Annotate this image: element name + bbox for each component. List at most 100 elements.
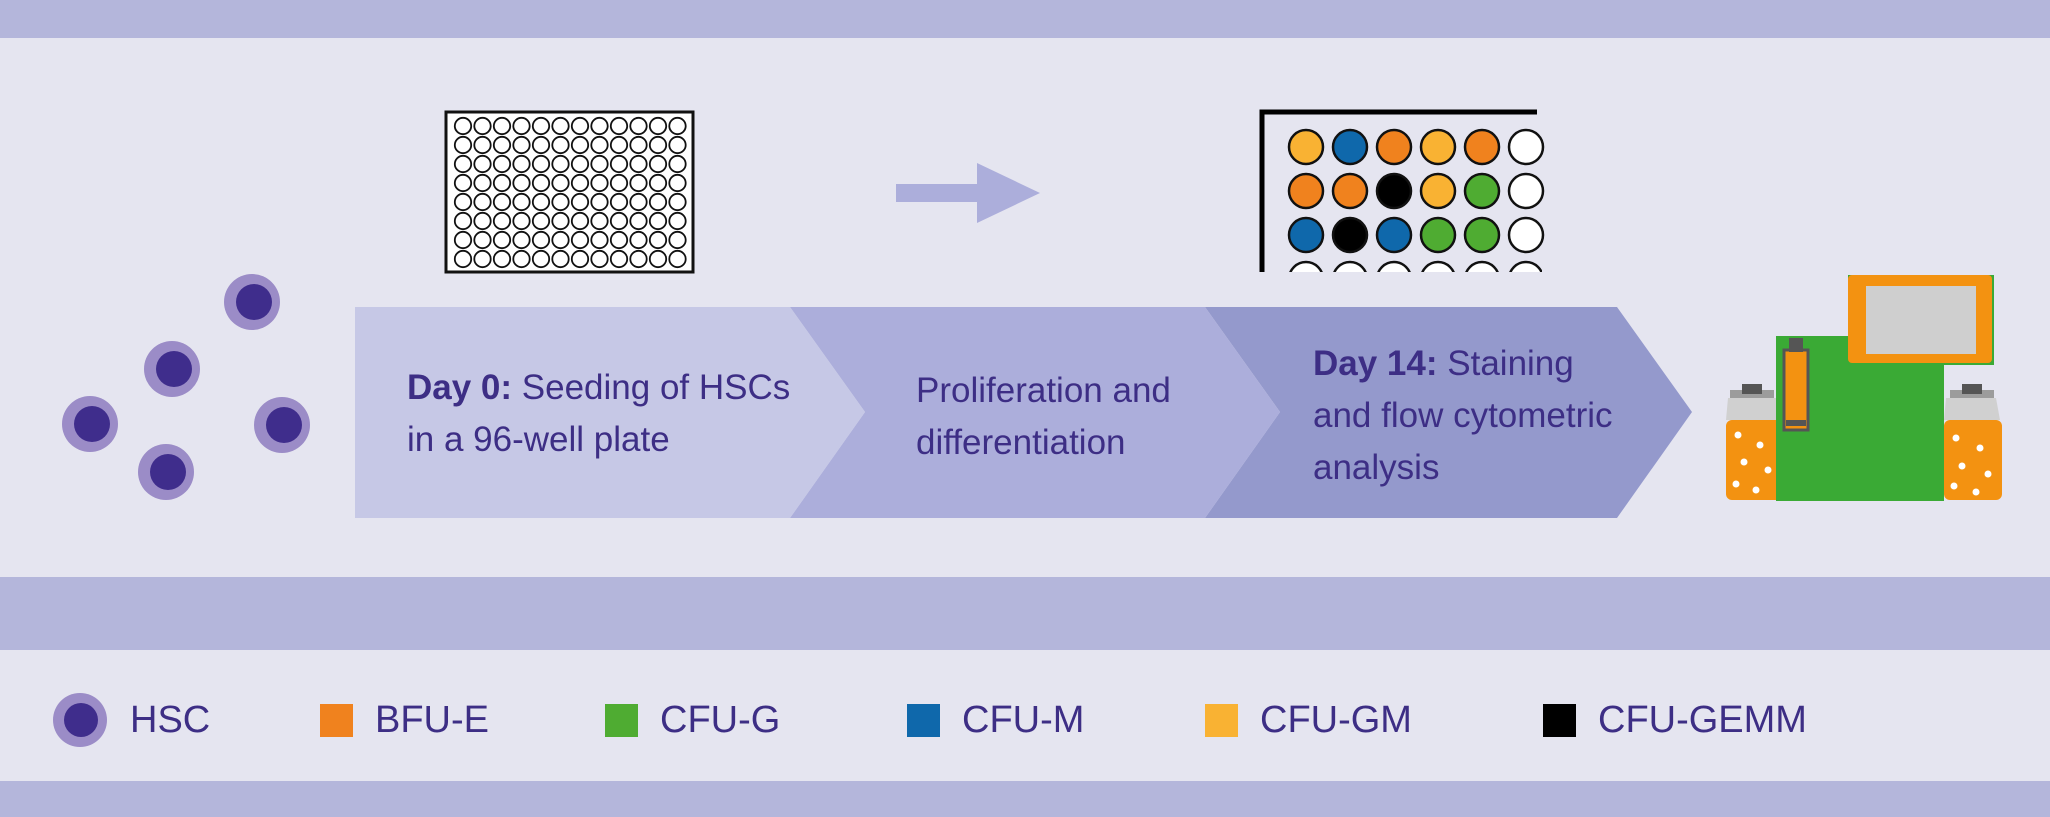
plate-well xyxy=(512,230,531,250)
step-3-line-3: analysis xyxy=(1313,448,1440,487)
legend: HSC BFU-E CFU-G CFU-M CFU-GM CFU-GEMM xyxy=(0,692,2050,748)
plate-well xyxy=(531,249,551,269)
plate-well xyxy=(492,154,512,174)
plate-well xyxy=(453,192,473,212)
step-1-label: Day 0: Seeding of HSCs in a 96-well plat… xyxy=(407,362,790,466)
legend-label-cfu-gm: CFU-GM xyxy=(1260,698,1412,741)
result-well xyxy=(1463,172,1501,210)
plate-well xyxy=(609,230,629,250)
result-well xyxy=(1331,172,1369,210)
plate-well xyxy=(590,230,609,250)
step-2-line-2: differentiation xyxy=(916,423,1126,462)
step-chevron-2 xyxy=(790,307,1280,518)
plate-well xyxy=(590,211,609,231)
plate-well xyxy=(629,154,648,174)
plate-well xyxy=(453,249,473,269)
plate-well xyxy=(648,135,668,155)
plate-well xyxy=(473,192,492,212)
plate-well xyxy=(590,116,609,136)
plate-well xyxy=(648,154,668,174)
plate-well xyxy=(492,116,512,136)
legend-label-hsc: HSC xyxy=(130,698,211,741)
plate-well xyxy=(570,211,590,231)
plate-well xyxy=(473,211,492,231)
result-well xyxy=(1509,260,1542,272)
transition-arrow-icon xyxy=(896,163,1040,223)
plate-well xyxy=(609,154,629,174)
result-well xyxy=(1331,216,1369,254)
result-well xyxy=(1507,216,1545,254)
result-well xyxy=(1287,128,1325,166)
plate-well xyxy=(668,173,687,193)
plate-well xyxy=(629,135,648,155)
middle-band xyxy=(0,577,2050,650)
legend-label-cfu-g: CFU-G xyxy=(660,698,781,741)
plate-well xyxy=(473,249,492,269)
plate-well xyxy=(570,173,590,193)
plate-well xyxy=(512,211,531,231)
result-well xyxy=(1375,128,1413,166)
plate-well xyxy=(531,173,551,193)
plate-well xyxy=(473,154,492,174)
plate-well xyxy=(648,230,668,250)
legend-item-cfu-g: CFU-G xyxy=(605,692,780,748)
plate-well xyxy=(648,173,668,193)
step-3-line-1: Staining xyxy=(1437,344,1574,383)
step-1-line-1: Seeding of HSCs xyxy=(512,368,791,407)
result-well xyxy=(1287,216,1325,254)
plate-well xyxy=(590,173,609,193)
plate-well xyxy=(512,154,531,174)
hsc-cell-icon xyxy=(254,397,310,453)
plate-well xyxy=(512,192,531,212)
result-well xyxy=(1289,260,1323,272)
step-3-day: Day 14: xyxy=(1313,344,1438,383)
plate-well xyxy=(668,135,687,155)
plate-well xyxy=(570,230,590,250)
flow-cytometer-icon xyxy=(1726,275,2002,501)
legend-label-bfu-e: BFU-E xyxy=(375,698,489,741)
plate-well xyxy=(648,116,668,136)
plate-well xyxy=(609,116,629,136)
plate-well xyxy=(492,192,512,212)
result-well xyxy=(1377,260,1411,272)
plate-well xyxy=(551,211,570,231)
step-1-line-2: in a 96-well plate xyxy=(407,420,670,459)
legend-item-hsc: HSC xyxy=(52,692,210,748)
step-chevron-1 xyxy=(355,307,865,518)
plate-well xyxy=(629,116,648,136)
plate-well xyxy=(668,116,687,136)
plate-well xyxy=(512,173,531,193)
cfu-g-swatch xyxy=(605,703,638,737)
plate-well xyxy=(609,173,629,193)
result-well xyxy=(1419,128,1457,166)
step-3-label: Day 14: Staining and flow cytometric ana… xyxy=(1313,338,1613,494)
plate-well xyxy=(648,249,668,269)
cfu-gm-swatch xyxy=(1205,703,1238,737)
plate-well xyxy=(570,192,590,212)
result-well xyxy=(1463,128,1501,166)
plate-well xyxy=(551,116,570,136)
legend-item-cfu-m: CFU-M xyxy=(907,692,1084,748)
step-2-line-1: Proliferation and xyxy=(916,371,1171,410)
plate-well xyxy=(609,249,629,269)
plate-well xyxy=(668,249,687,269)
result-plate-icon xyxy=(1259,109,1545,272)
plate-well xyxy=(609,192,629,212)
legend-item-bfu-e: BFU-E xyxy=(320,692,489,748)
result-well xyxy=(1419,172,1457,210)
plate-well xyxy=(473,230,492,250)
plate-well xyxy=(453,135,473,155)
plate-well xyxy=(629,192,648,212)
hsc-cell-icon xyxy=(62,396,118,452)
result-well xyxy=(1287,172,1325,210)
plate-well xyxy=(453,173,473,193)
bfu-e-swatch xyxy=(320,703,353,737)
bottom-band xyxy=(0,781,2050,817)
plate-well xyxy=(648,192,668,212)
result-well xyxy=(1375,216,1413,254)
plate-well xyxy=(551,154,570,174)
plate-well xyxy=(609,135,629,155)
plate-well xyxy=(590,154,609,174)
top-band xyxy=(0,0,2050,38)
result-well xyxy=(1419,216,1457,254)
